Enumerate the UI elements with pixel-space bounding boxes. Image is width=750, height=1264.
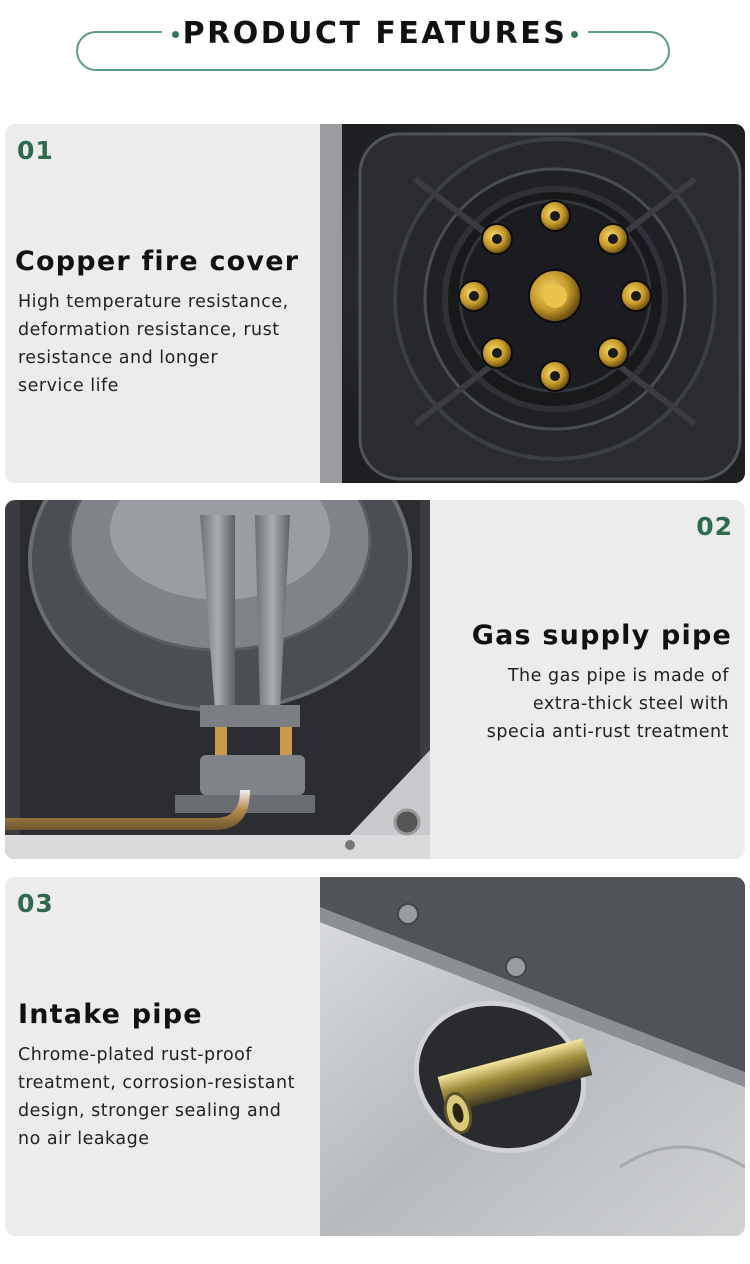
feature-number: 03 xyxy=(17,889,54,918)
burner-photo xyxy=(320,124,745,483)
left-dot-icon xyxy=(171,31,179,38)
intake-pipe-photo xyxy=(320,877,745,1236)
feature-description: The gas pipe is made of extra-thick stee… xyxy=(486,666,729,742)
gas-pipe-illustration xyxy=(5,500,430,859)
feature-title: Gas supply pipe xyxy=(471,620,732,651)
copper-burner-illustration xyxy=(320,124,745,483)
feature-title: Copper fire cover xyxy=(15,246,300,277)
intake-pipe-illustration xyxy=(320,877,745,1236)
feature-title: Intake pipe xyxy=(18,999,203,1030)
feature-description: High temperature resistance, deformation… xyxy=(18,292,289,396)
gas-pipe-photo xyxy=(5,500,430,859)
feature-card-intake-pipe: 03 Intake pipe Chrome-plated rust-proof … xyxy=(5,877,745,1236)
section-header: PRODUCT FEATURES xyxy=(0,0,750,100)
feature-description: Chrome-plated rust-proof treatment, corr… xyxy=(18,1045,295,1149)
page-title: PRODUCT FEATURES xyxy=(182,16,568,51)
feature-card-copper-fire-cover: 01 Copper fire cover High temperature re… xyxy=(5,124,745,483)
right-dot-icon xyxy=(571,31,579,38)
header-title-wrap: PRODUCT FEATURES xyxy=(0,14,750,54)
feature-card-gas-supply-pipe: 02 Gas supply pipe The gas pipe is made … xyxy=(5,500,745,859)
feature-number: 01 xyxy=(17,136,54,165)
feature-number: 02 xyxy=(696,512,733,541)
